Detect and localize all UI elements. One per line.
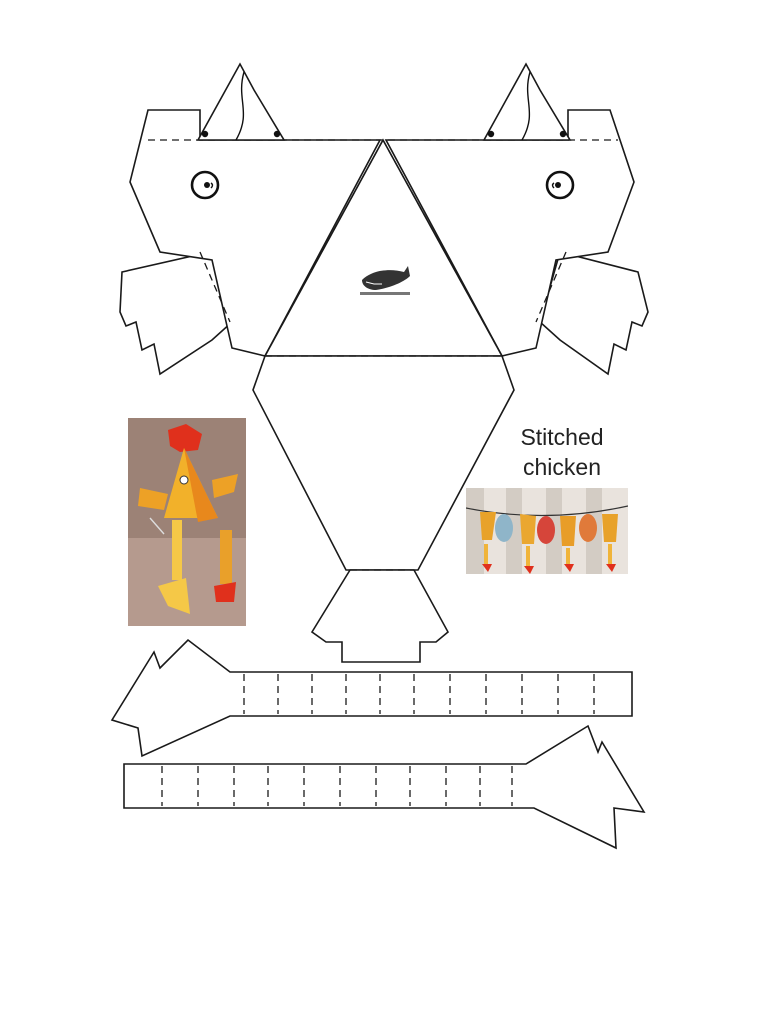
left-leg-strip [110, 638, 633, 758]
left-head-panel [129, 109, 382, 357]
right-side-panel [384, 109, 649, 376]
right-head-panel [384, 109, 635, 357]
left-comb [196, 62, 286, 141]
left-side-panel [119, 109, 382, 376]
tail-tab [310, 569, 450, 663]
finished-chicken-photo [128, 418, 246, 626]
stitched-garland-photo [466, 488, 628, 574]
krokotak-logo [360, 266, 410, 295]
right-comb [482, 62, 572, 141]
right-eye-icon [545, 170, 575, 200]
stitched-chicken-caption: Stitched chicken [502, 422, 622, 482]
caption-line-2: chicken [523, 454, 601, 480]
right-wing [539, 251, 649, 376]
right-leg-strip [123, 724, 646, 850]
left-eye-icon [190, 170, 220, 200]
caption-line-1: Stitched [520, 424, 604, 450]
